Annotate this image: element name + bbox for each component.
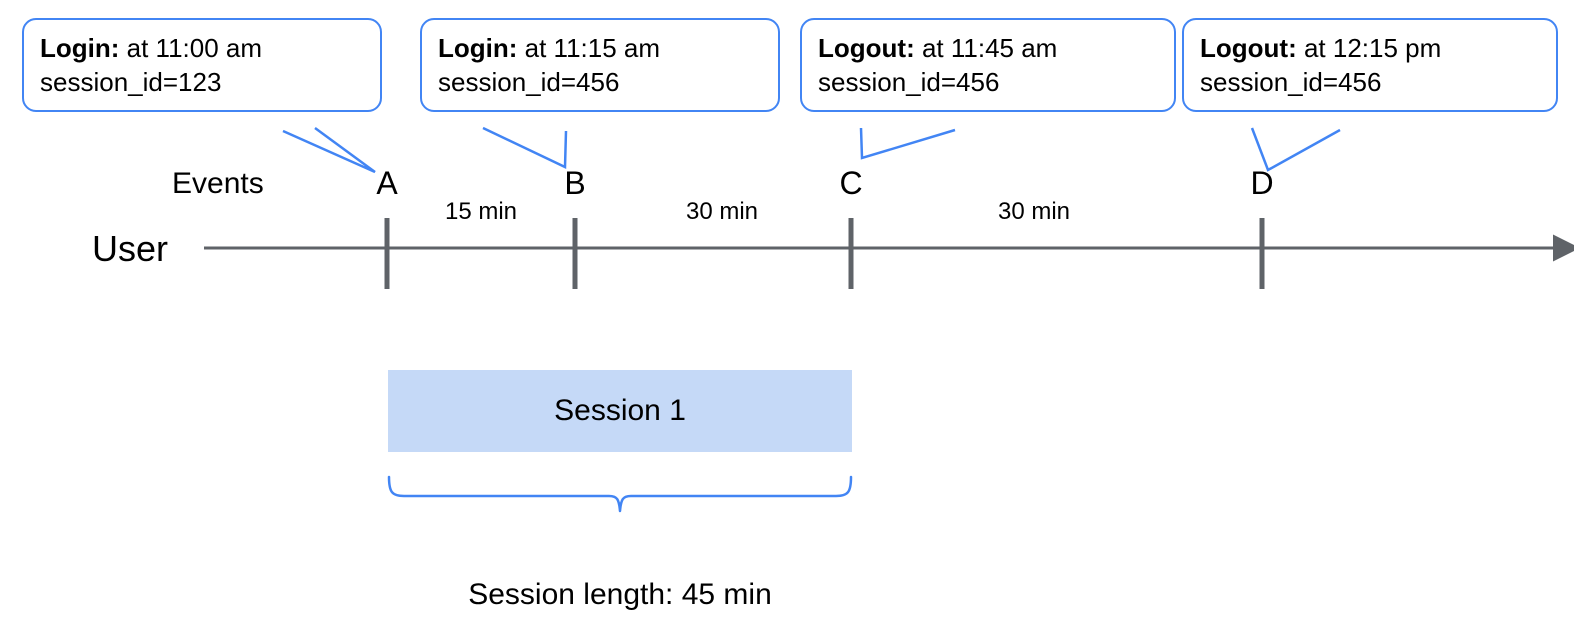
user-row-label: User <box>92 228 169 269</box>
event-callout-b: Login: at 11:15 am session_id=456 <box>420 18 780 112</box>
session-bar-label: Session 1 <box>554 394 686 427</box>
callout-a-kind: Login: <box>40 33 120 63</box>
event-callout-d: Logout: at 12:15 pm session_id=456 <box>1182 18 1558 112</box>
session-length-brace <box>387 475 853 513</box>
callout-c-time: at 11:45 am <box>914 33 1058 63</box>
event-callout-a: Login: at 11:00 am session_id=123 <box>22 18 382 112</box>
event-marker-label-c: C <box>839 165 863 201</box>
duration-label-c-d: 30 min <box>997 198 1071 225</box>
callout-b-session: session_id=456 <box>438 66 620 97</box>
duration-label-a-b: 15 min <box>444 198 518 225</box>
callout-c-session: session_id=456 <box>818 66 1000 97</box>
callout-d-session: session_id=456 <box>1200 66 1382 97</box>
callout-a-time: at 11:00 am <box>119 33 263 63</box>
event-marker-label-a: A <box>376 165 398 201</box>
callout-b-time: at 11:15 am <box>517 33 661 63</box>
event-marker-label-d: D <box>1250 165 1274 201</box>
events-row-label: Events <box>172 167 264 200</box>
callout-a-session: session_id=123 <box>40 66 222 97</box>
callout-tail-c <box>859 127 956 160</box>
session-length-caption: Session length: 45 min <box>468 578 772 611</box>
callout-tail-d <box>1250 127 1341 172</box>
session-bar: Session 1 <box>388 370 852 452</box>
callout-c-kind: Logout: <box>818 33 915 63</box>
callout-b-kind: Login: <box>438 33 518 63</box>
callout-d-kind: Logout: <box>1200 33 1297 63</box>
duration-label-b-c: 30 min <box>685 198 759 225</box>
event-marker-label-b: B <box>564 165 586 201</box>
callout-d-time: at 12:15 pm <box>1296 33 1442 63</box>
callout-tail-a <box>282 126 376 174</box>
event-callout-c: Logout: at 11:45 am session_id=456 <box>800 18 1176 112</box>
callout-tail-b <box>482 126 568 169</box>
